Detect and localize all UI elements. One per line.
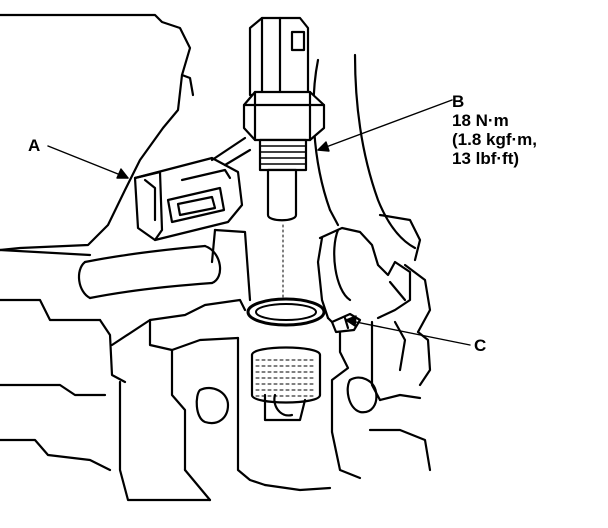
leader-b: [317, 99, 453, 151]
leader-c: [345, 319, 471, 346]
callout-b-letter: B: [452, 92, 465, 111]
leader-lines: [47, 99, 471, 346]
threaded-port: [250, 346, 322, 422]
electrical-connector: [133, 136, 252, 242]
torque-spec-lbfft: 13 lbf·ft): [452, 149, 520, 168]
arrowhead-a: [116, 168, 129, 179]
leader-a: [47, 145, 129, 179]
callout-a-connector: A: [28, 136, 41, 155]
engine-housing: [0, 13, 432, 502]
torque-spec-nm: 18 N·m: [452, 111, 509, 130]
callout-b-sensor: B 18 N·m (1.8 kgf·m, 13 lbf·ft): [452, 92, 537, 168]
o-ring-washer: [246, 297, 326, 327]
temperature-sensor: [242, 16, 326, 301]
callout-c-o-ring: C: [474, 336, 487, 355]
torque-spec-kgfm: (1.8 kgf·m,: [452, 130, 538, 149]
arrowhead-c: [345, 315, 357, 327]
arrowhead-b: [317, 141, 330, 152]
